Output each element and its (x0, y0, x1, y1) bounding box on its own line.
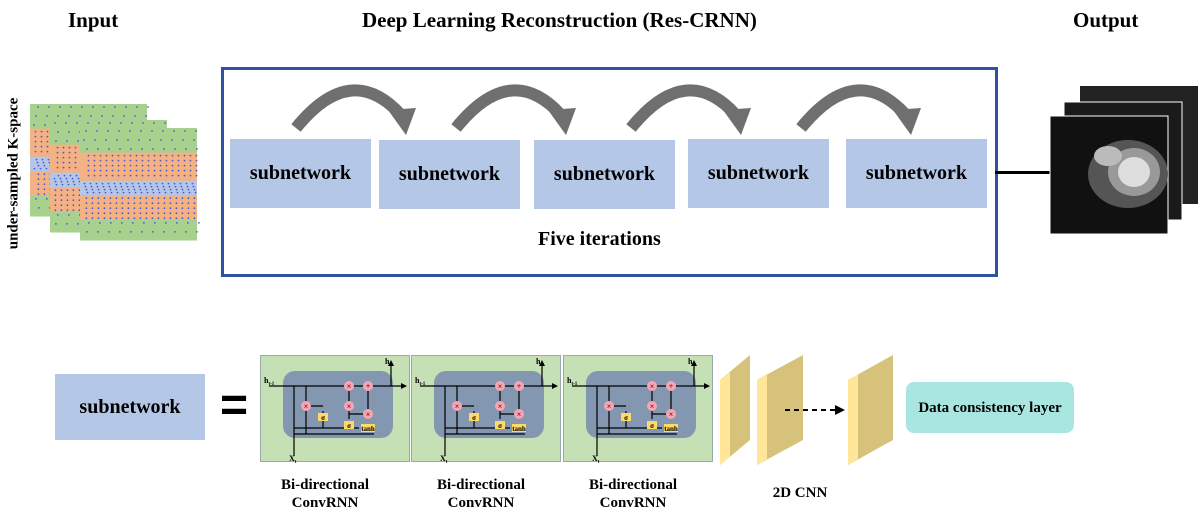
iterations-label: Five iterations (538, 228, 661, 250)
gate-op-icon (647, 381, 657, 391)
svg-text:×: × (669, 410, 674, 419)
subnetwork-3: subnetwork (534, 140, 675, 209)
convrnn-label-3: Bi-directional ConvRNN (588, 477, 678, 511)
output-header: Output (1073, 8, 1139, 32)
main-header: Deep Learning Reconstruction (Res-CRNN) (362, 8, 757, 32)
dashed-arrow (785, 405, 845, 415)
svg-text:×: × (304, 402, 309, 411)
svg-text:σ: σ (498, 422, 502, 430)
subnetwork-5: subnetwork (846, 139, 987, 208)
arrowhead-icon (548, 108, 576, 135)
svg-text:tanh: tanh (512, 425, 526, 433)
gate-op-icon (666, 381, 676, 391)
svg-text:+: + (366, 382, 371, 391)
input-header: Input (68, 8, 119, 32)
subnetwork-legend: subnetwork (55, 374, 205, 440)
svg-text:×: × (366, 410, 371, 419)
svg-text:ht-1: ht-1 (567, 376, 578, 387)
svg-text:×: × (517, 410, 522, 419)
svg-text:σ: σ (321, 414, 325, 422)
gate-op-icon (363, 409, 373, 419)
gate-op-icon (452, 401, 462, 411)
arrowhead-icon (388, 108, 416, 135)
convrnn-label-2: Bi-directional ConvRNN (436, 477, 526, 511)
svg-text:×: × (650, 402, 655, 411)
svg-text:ht-1: ht-1 (264, 376, 275, 387)
svg-text:+: + (669, 382, 674, 391)
cnn-label: 2D CNN (772, 485, 828, 501)
data-consistency-layer: Data consistency layer (906, 382, 1074, 433)
gate-op-icon (647, 401, 657, 411)
gate-op-icon (363, 381, 373, 391)
gate-op-icon (301, 401, 311, 411)
svg-text:×: × (498, 402, 503, 411)
cnn-layers (720, 355, 893, 465)
svg-text:σ: σ (650, 422, 654, 430)
svg-text:tanh: tanh (361, 425, 375, 433)
svg-text:+: + (517, 382, 522, 391)
cnn-block-2 (757, 355, 803, 465)
svg-text:ht-1: ht-1 (415, 376, 426, 387)
gate-op-icon (344, 401, 354, 411)
iteration-arrow-3 (626, 84, 741, 132)
output-connector (995, 171, 1051, 174)
gate-op-icon (495, 401, 505, 411)
svg-text:×: × (607, 402, 612, 411)
iteration-arrow-4 (796, 84, 911, 132)
svg-text:×: × (498, 382, 503, 391)
svg-text:Xt: Xt (289, 454, 297, 463)
cnn-block-3 (848, 355, 893, 465)
arrowhead-icon (893, 108, 921, 135)
arrowhead-icon (723, 108, 751, 135)
gate-op-icon (514, 409, 524, 419)
subnetwork-1: subnetwork (230, 139, 371, 208)
svg-text:×: × (347, 382, 352, 391)
gate-op-icon (514, 381, 524, 391)
kspace-layer-3 (80, 128, 200, 241)
cnn-block-1 (720, 355, 750, 465)
svg-text:σ: σ (624, 414, 628, 422)
convrnn-label-1: Bi-directional ConvRNN (280, 477, 370, 511)
gate-op-icon (666, 409, 676, 419)
subnetwork-4: subnetwork (688, 139, 829, 208)
kspace-label: under-sampled K-space (5, 97, 22, 250)
svg-text:×: × (347, 402, 352, 411)
svg-text:×: × (455, 402, 460, 411)
iteration-arrows (291, 84, 921, 135)
iteration-arrow-2 (451, 84, 566, 132)
gate-op-icon (604, 401, 614, 411)
equals-sign: = (220, 379, 249, 432)
kspace-stack (30, 104, 200, 241)
svg-text:×: × (650, 382, 655, 391)
svg-text:tanh: tanh (664, 425, 678, 433)
svg-text:Xt: Xt (440, 454, 448, 463)
iteration-arrow-1 (291, 84, 406, 132)
svg-text:Xt: Xt (592, 454, 600, 463)
svg-text:σ: σ (472, 414, 476, 422)
svg-text:σ: σ (347, 422, 351, 430)
output-cardiac-images (1049, 86, 1198, 235)
gate-op-icon (344, 381, 354, 391)
subnetwork-2: subnetwork (379, 140, 520, 209)
gate-op-icon (495, 381, 505, 391)
